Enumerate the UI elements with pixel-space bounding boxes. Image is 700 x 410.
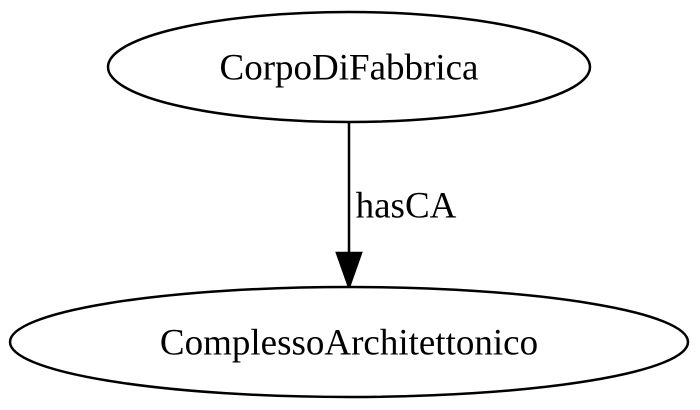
node-label: CorpoDiFabbrica (220, 48, 479, 89)
node-complesso-architettonico[interactable]: ComplessoArchitettonico (8, 285, 690, 399)
edge-has-ca[interactable]: hasCA (335, 122, 457, 291)
node-label: ComplessoArchitettonico (160, 323, 538, 364)
edge-label: hasCA (356, 186, 457, 227)
node-corpo-di-fabbrica[interactable]: CorpoDiFabbrica (106, 10, 592, 124)
node-ellipse (8, 285, 690, 399)
arrowhead-icon (335, 251, 363, 291)
